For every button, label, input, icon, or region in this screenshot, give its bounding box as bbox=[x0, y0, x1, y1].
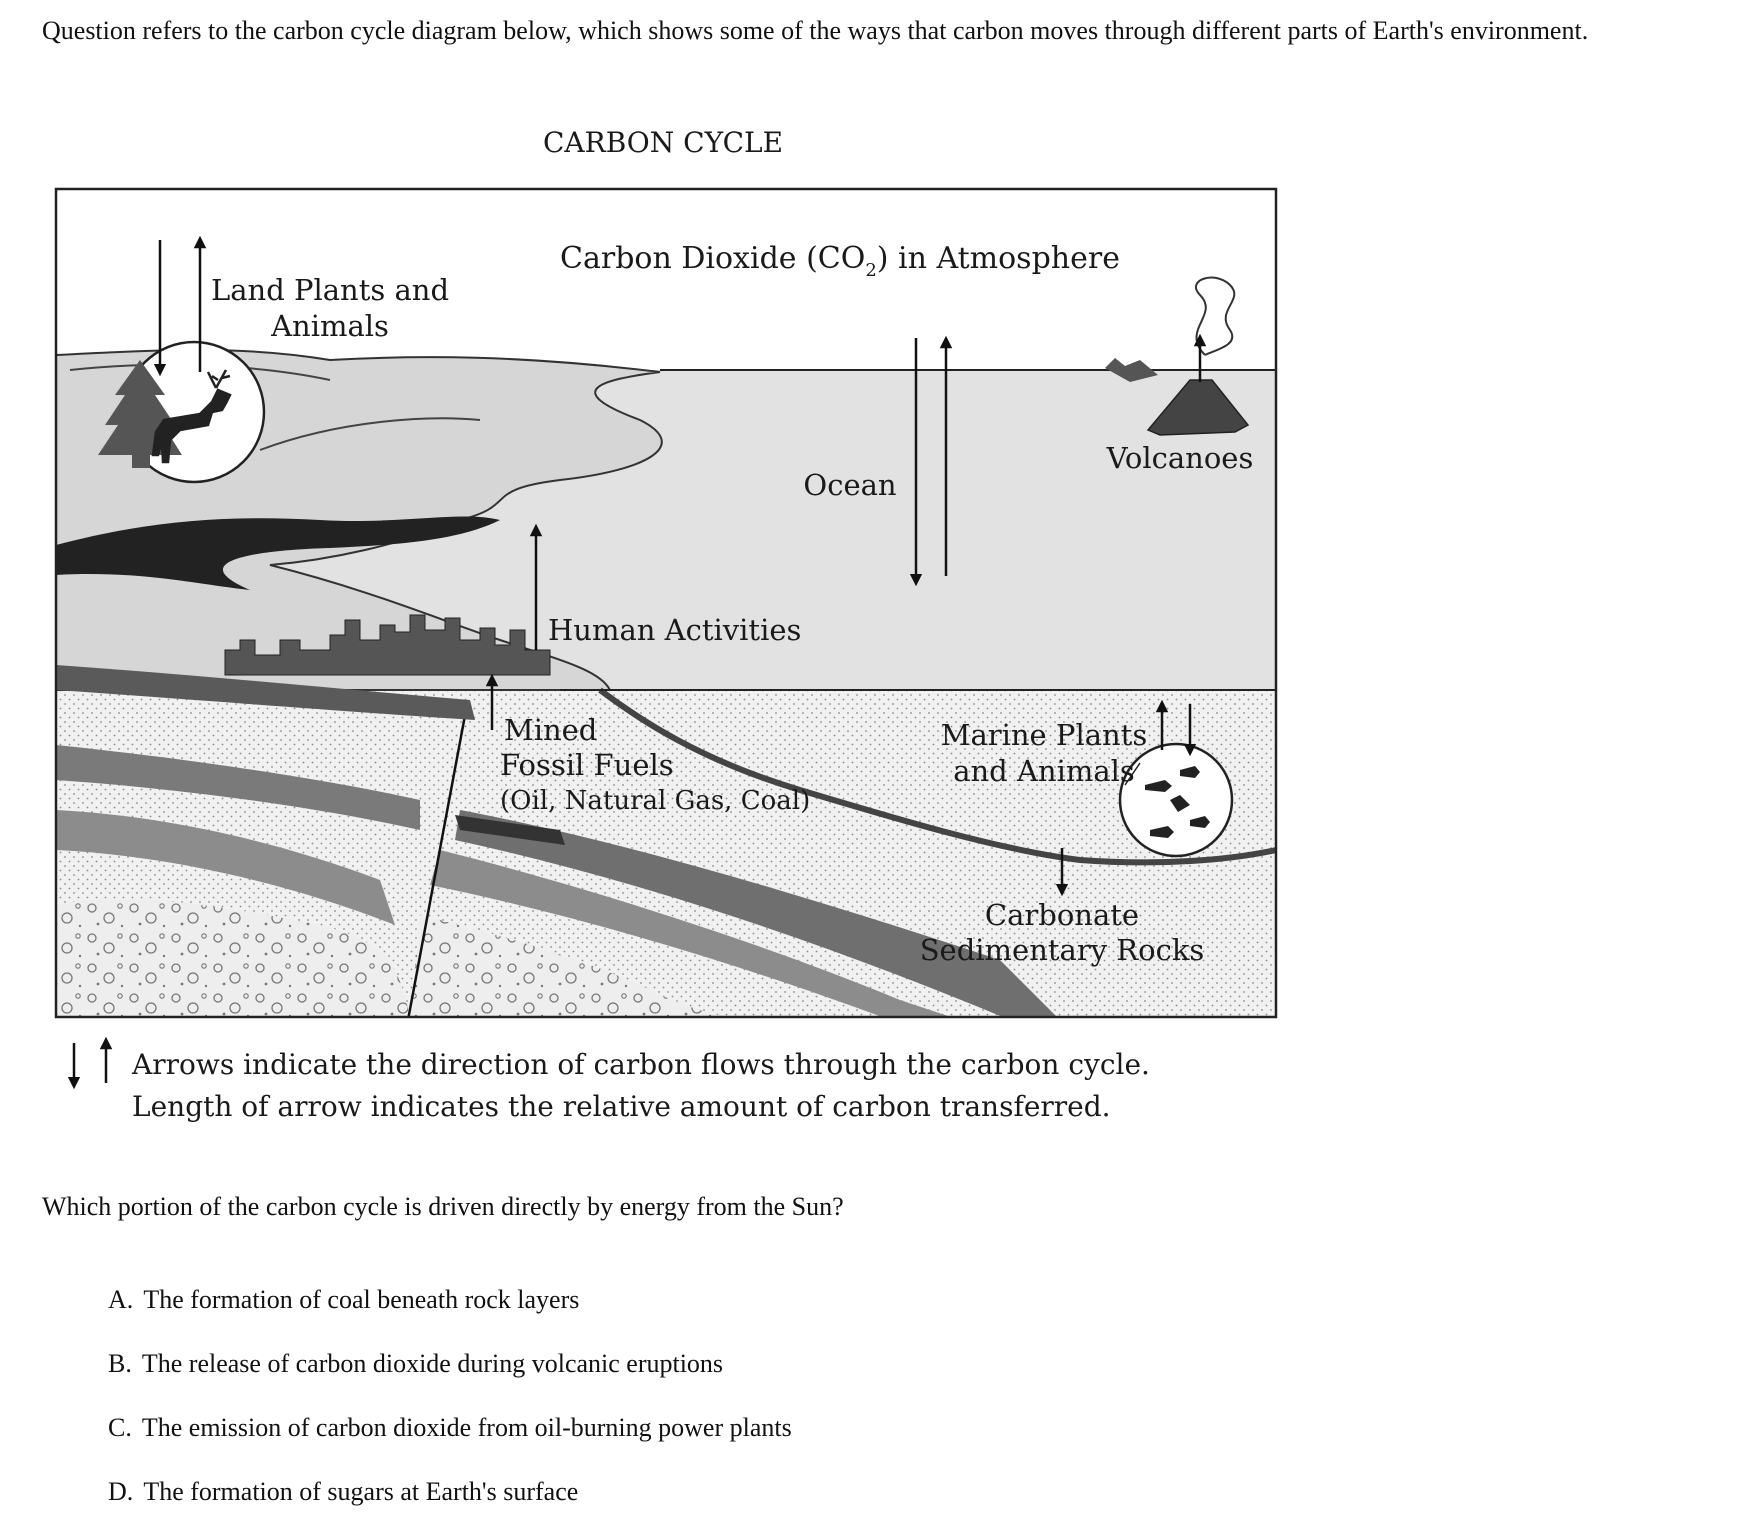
carbonate-label-line-2: Sedimentary Rocks bbox=[920, 933, 1205, 967]
ocean-label: Ocean bbox=[803, 468, 896, 502]
marine-label-line-2: and Animals bbox=[953, 754, 1135, 788]
legend-line-1: Arrows indicate the direction of carbon … bbox=[131, 1048, 1150, 1081]
choice-letter: B. bbox=[108, 1349, 132, 1378]
choice-c[interactable]: C. The emission of carbon dioxide from o… bbox=[108, 1411, 792, 1475]
atmosphere-label: Carbon Dioxide (CO2) in Atmosphere bbox=[560, 241, 1120, 281]
choice-text: The emission of carbon dioxide from oil-… bbox=[142, 1413, 792, 1442]
fossil-label-line-3: (Oil, Natural Gas, Coal) bbox=[500, 786, 810, 816]
legend-line-2: Length of arrow indicates the relative a… bbox=[132, 1090, 1111, 1123]
choice-letter: C. bbox=[108, 1413, 132, 1442]
fossil-label-line-1: Mined bbox=[504, 713, 597, 747]
carbonate-label-line-1: Carbonate bbox=[985, 898, 1139, 932]
choice-d[interactable]: D. The formation of sugars at Earth's su… bbox=[108, 1475, 792, 1539]
volcano-label: Volcanoes bbox=[1106, 441, 1254, 475]
fossil-label-line-2: Fossil Fuels bbox=[500, 748, 674, 782]
choice-b[interactable]: B. The release of carbon dioxide during … bbox=[108, 1347, 792, 1411]
choice-letter: A. bbox=[108, 1285, 133, 1314]
marine-label-line-1: Marine Plants bbox=[941, 718, 1147, 752]
land-label-line-2: Animals bbox=[270, 309, 389, 343]
carbon-cycle-diagram: CARBON CYCLE Carbon bbox=[0, 0, 1756, 1180]
answer-choices: A. The formation of coal beneath rock la… bbox=[108, 1283, 792, 1539]
land-label-line-1: Land Plants and bbox=[211, 273, 449, 307]
diagram-title: CARBON CYCLE bbox=[543, 126, 783, 159]
choice-text: The release of carbon dioxide during vol… bbox=[142, 1349, 723, 1378]
human-activities-label: Human Activities bbox=[548, 613, 801, 647]
choice-text: The formation of sugars at Earth's surfa… bbox=[143, 1477, 578, 1506]
question-text: Which portion of the carbon cycle is dri… bbox=[42, 1190, 844, 1224]
choice-text: The formation of coal beneath rock layer… bbox=[143, 1285, 579, 1314]
choice-letter: D. bbox=[108, 1477, 133, 1506]
choice-a[interactable]: A. The formation of coal beneath rock la… bbox=[108, 1283, 792, 1347]
